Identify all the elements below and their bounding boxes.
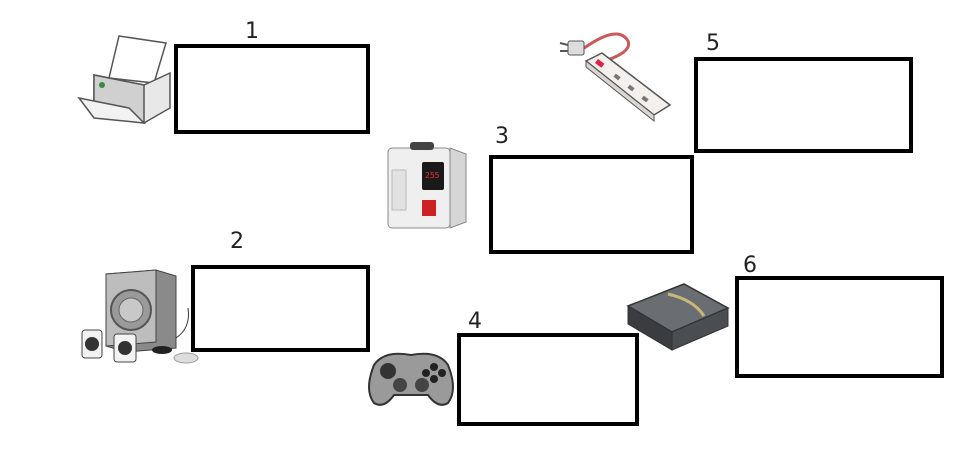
answer-box[interactable] [694,57,913,153]
speakers-icon [76,268,200,368]
answer-box[interactable] [457,333,639,426]
router-icon [624,280,732,352]
voltage-stabilizer-icon: 255 [386,140,470,230]
item-number: 3 [495,124,509,149]
answer-box[interactable] [191,265,370,352]
item-number: 5 [706,31,720,56]
answer-box[interactable] [489,155,694,254]
answer-box[interactable] [174,44,370,134]
answer-box[interactable] [735,276,944,378]
item-number: 4 [468,309,482,334]
gamepad-icon [364,345,458,409]
item-number: 6 [743,253,757,278]
svg-text:255: 255 [425,171,440,180]
item-number: 2 [230,229,244,254]
power-strip-icon [558,23,674,123]
item-number: 1 [245,19,259,44]
printer-icon [74,33,174,128]
